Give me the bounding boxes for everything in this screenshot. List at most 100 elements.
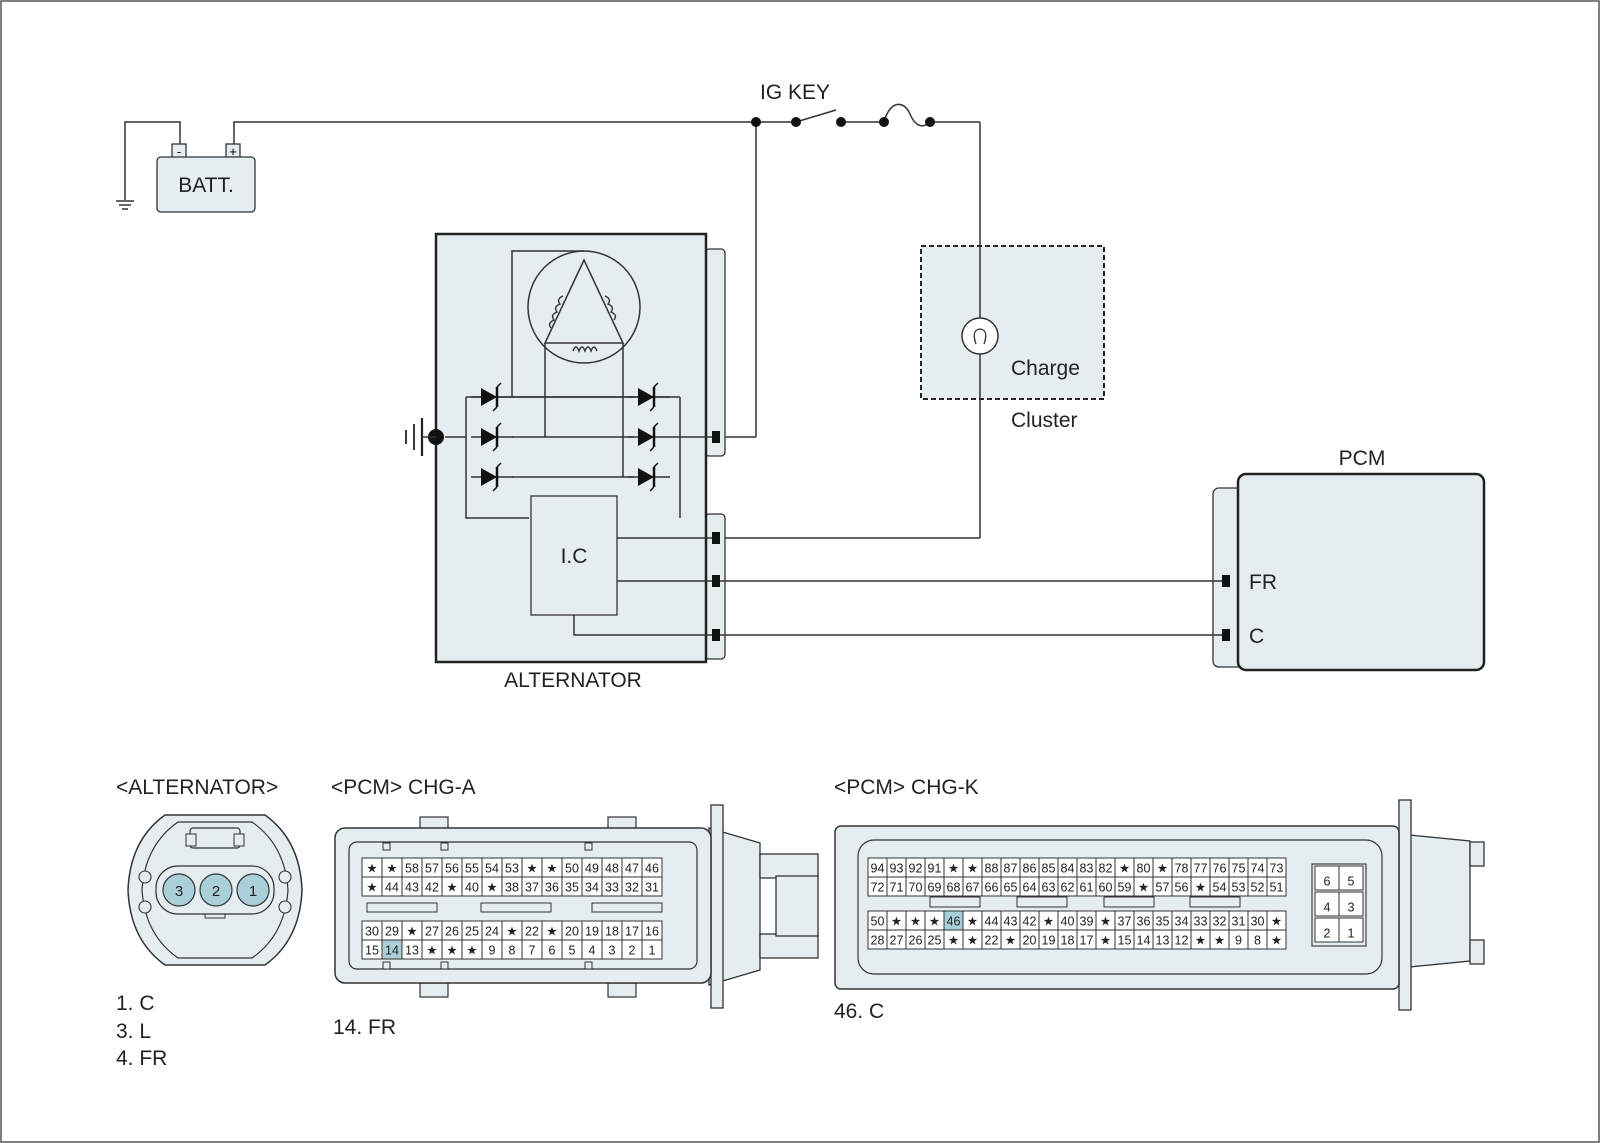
chg-a-pin: 38: [501, 876, 523, 897]
chg-a-pin: 30: [361, 920, 383, 941]
svg-text:36: 36: [545, 881, 559, 895]
pcm-fr-label: FR: [1249, 571, 1277, 594]
chg-k-pin: ★: [962, 857, 983, 878]
chg-k-pin: 63: [1038, 876, 1059, 897]
alternator-legend-item: 1. C: [116, 992, 155, 1015]
svg-text:87: 87: [1004, 862, 1018, 876]
svg-text:39: 39: [1080, 915, 1094, 929]
svg-text:72: 72: [871, 881, 885, 895]
svg-text:28: 28: [871, 934, 885, 948]
chg-a-pin: 53: [501, 857, 523, 878]
chg-a-pin: ★: [521, 857, 543, 878]
chg-k-pin: 9: [1228, 929, 1249, 950]
svg-text:2: 2: [1324, 927, 1331, 941]
chg-k-pin: 75: [1228, 857, 1249, 878]
chg-k-legend: 46. C: [834, 1000, 884, 1023]
pcm-c-label: C: [1249, 625, 1264, 648]
svg-text:36: 36: [1137, 915, 1151, 929]
chg-k-pin: 88: [981, 857, 1002, 878]
chg-k-pin: ★: [943, 857, 964, 878]
battery-minus: -: [177, 144, 181, 159]
chg-k-pin: ★: [1095, 910, 1116, 931]
chg-k-pin: ★: [1114, 857, 1135, 878]
svg-text:★: ★: [366, 862, 377, 876]
svg-text:★: ★: [967, 862, 978, 876]
chg-a-legend: 14. FR: [333, 1016, 396, 1039]
svg-text:7: 7: [529, 944, 536, 958]
chg-k-side-pin: 5: [1338, 865, 1364, 891]
svg-text:70: 70: [909, 881, 923, 895]
svg-text:80: 80: [1137, 862, 1151, 876]
svg-text:17: 17: [625, 925, 639, 939]
chg-k-pin: 71: [886, 876, 907, 897]
svg-text:73: 73: [1270, 862, 1284, 876]
chg-k-pin: 69: [924, 876, 945, 897]
svg-text:19: 19: [585, 925, 599, 939]
chg-k-pin: 64: [1019, 876, 1040, 897]
svg-text:3: 3: [609, 944, 616, 958]
svg-text:8: 8: [1254, 934, 1261, 948]
svg-text:53: 53: [1232, 881, 1246, 895]
chg-a-pin: 18: [601, 920, 623, 941]
svg-text:37: 37: [525, 881, 539, 895]
chg-k-side-pin: 1: [1338, 917, 1364, 943]
chg-a-pin: 27: [421, 920, 443, 941]
svg-text:4: 4: [589, 944, 596, 958]
cluster: Charge Cluster: [920, 245, 1105, 432]
svg-text:33: 33: [605, 881, 619, 895]
chg-k-pin: ★: [1266, 929, 1287, 950]
svg-text:16: 16: [645, 925, 659, 939]
chg-k-pin: 27: [886, 929, 907, 950]
svg-text:27: 27: [890, 934, 904, 948]
chg-a-pin: 40: [461, 876, 483, 897]
chg-a-pin: 58: [401, 857, 423, 878]
svg-text:65: 65: [1004, 881, 1018, 895]
chg-k-pin: ★: [1209, 929, 1230, 950]
svg-text:62: 62: [1061, 881, 1075, 895]
charge-label: Charge: [1011, 357, 1080, 380]
svg-text:50: 50: [871, 915, 885, 929]
chg-k-pin: 65: [1000, 876, 1021, 897]
chg-a-pin: 57: [421, 857, 443, 878]
svg-text:27: 27: [425, 925, 439, 939]
chg-k-pin: 12: [1171, 929, 1192, 950]
svg-text:38: 38: [505, 881, 519, 895]
alt-pin: 2: [212, 883, 220, 900]
chg-k-pin: 67: [962, 876, 983, 897]
chg-a-pin: ★: [501, 920, 523, 941]
chg-k-pin: 86: [1019, 857, 1040, 878]
svg-text:57: 57: [1156, 881, 1170, 895]
svg-text:22: 22: [525, 925, 539, 939]
chg-k-pin: 61: [1076, 876, 1097, 897]
chg-a-pin: 29: [381, 920, 403, 941]
chg-k-pin: 33: [1190, 910, 1211, 931]
chg-k-pin: 76: [1209, 857, 1230, 878]
svg-text:13: 13: [405, 944, 419, 958]
chg-k-pin: 44: [981, 910, 1002, 931]
svg-text:55: 55: [465, 862, 479, 876]
svg-text:76: 76: [1213, 862, 1227, 876]
chg-a-pin: 37: [521, 876, 543, 897]
chg-a-pin: ★: [401, 920, 423, 941]
alt-pin: 3: [175, 883, 183, 900]
svg-text:32: 32: [625, 881, 639, 895]
chg-a-pin: 4: [581, 939, 603, 960]
svg-text:59: 59: [1118, 881, 1132, 895]
chg-a-pin: 1: [641, 939, 663, 960]
chg-a-pin: ★: [541, 920, 563, 941]
chg-a-pin: 50: [561, 857, 583, 878]
chg-k-pin: 46: [943, 910, 964, 931]
chg-k-pin: 34: [1171, 910, 1192, 931]
svg-text:22: 22: [985, 934, 999, 948]
chg-k-pin: ★: [924, 910, 945, 931]
svg-text:33: 33: [1194, 915, 1208, 929]
chg-a-pin: 2: [621, 939, 643, 960]
svg-text:31: 31: [645, 881, 659, 895]
chg-a-pin: ★: [481, 876, 503, 897]
chg-a-pin: 16: [641, 920, 663, 941]
chg-k-pin: 22: [981, 929, 1002, 950]
chg-a-pin: 46: [641, 857, 663, 878]
alternator-connector-title: <ALTERNATOR>: [116, 776, 278, 799]
svg-text:51: 51: [1270, 881, 1284, 895]
